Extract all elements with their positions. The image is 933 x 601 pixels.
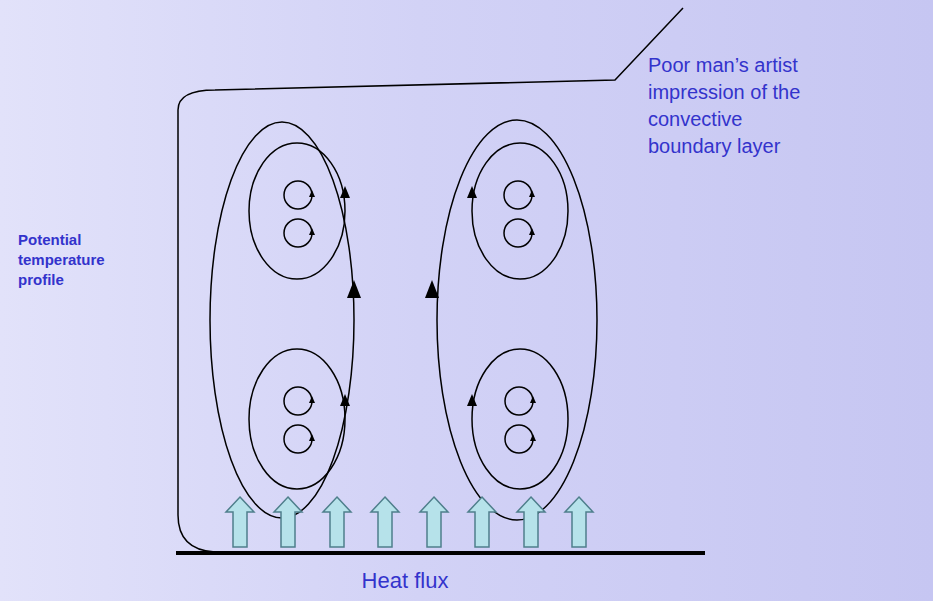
flow-arrowheads xyxy=(309,186,536,441)
heat-flux-arrows xyxy=(226,497,593,547)
small-eddy xyxy=(505,387,533,415)
convective-cell xyxy=(210,122,354,518)
temperature-profile-line xyxy=(178,8,683,552)
small-eddy xyxy=(504,181,532,209)
eddy xyxy=(249,143,345,279)
eddy xyxy=(249,349,345,489)
small-eddy xyxy=(284,425,312,453)
small-eddy xyxy=(284,387,312,415)
small-eddy xyxy=(505,425,533,453)
eddy xyxy=(472,143,568,279)
text-label: Poor man’s artist impression of the conv… xyxy=(648,52,820,160)
text-label: Heat flux xyxy=(330,568,480,594)
convective-cell xyxy=(437,120,597,520)
text-label: Potential temperature profile xyxy=(18,230,130,290)
small-eddy xyxy=(284,181,312,209)
small-eddy xyxy=(284,219,312,247)
eddy xyxy=(472,349,568,489)
small-eddy xyxy=(504,219,532,247)
ground-line xyxy=(176,551,705,555)
